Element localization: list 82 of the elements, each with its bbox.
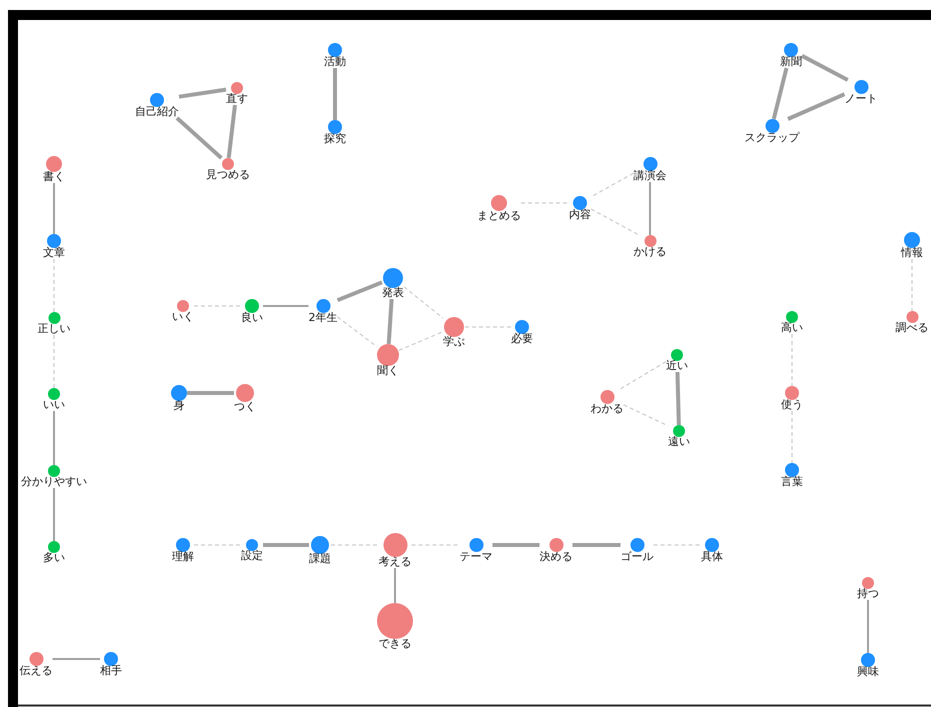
co-occurrence-line — [337, 316, 378, 348]
word-label: 設定 — [241, 549, 263, 562]
co-occurrence-line — [53, 411, 55, 465]
word-label: 遠い — [668, 435, 690, 448]
word-label: 新聞 — [780, 55, 802, 68]
co-occurrence-line — [178, 88, 226, 99]
word-label: テーマ — [460, 550, 492, 563]
word-label: ノート — [844, 92, 878, 105]
word-label: 持つ — [857, 587, 879, 600]
word-label: 高い — [781, 321, 803, 334]
word-label: 発表 — [382, 286, 404, 299]
co-occurrence-line — [772, 68, 788, 120]
word-label: 直す — [226, 92, 248, 105]
word-label: 講演会 — [634, 169, 666, 182]
co-occurrence-line — [464, 326, 512, 328]
co-occurrence-line — [618, 361, 666, 390]
word-label: 相手 — [100, 664, 122, 677]
word-label: 決める — [540, 550, 572, 563]
co-occurrence-line — [187, 391, 234, 395]
co-occurrence-line — [675, 372, 681, 426]
word-label: 2年生 — [308, 311, 338, 324]
co-occurrence-line — [330, 544, 379, 546]
word-label: 学ぶ — [443, 335, 465, 348]
co-occurrence-line — [52, 658, 100, 660]
word-label: 調べる — [896, 321, 928, 334]
word-label: 自己紹介 — [135, 105, 179, 118]
word-label: 内容 — [569, 208, 591, 221]
word-label: 近い — [666, 359, 688, 372]
word-label: 使う — [781, 398, 803, 411]
co-occurrence-line — [590, 208, 640, 236]
word-label: いく — [172, 310, 194, 323]
word-label: つく — [234, 400, 256, 413]
word-label: 活動 — [324, 55, 346, 68]
word-label: 分かりやすい — [21, 475, 87, 488]
word-label: ゴール — [620, 550, 654, 563]
co-occurrence-line — [572, 543, 620, 547]
co-occurrence-line — [194, 544, 242, 546]
co-occurrence-line — [590, 172, 634, 198]
word-label: 課題 — [309, 552, 331, 565]
co-occurrence-line — [801, 54, 849, 82]
word-label: 理解 — [172, 550, 194, 563]
co-occurrence-line — [394, 568, 396, 603]
co-occurrence-line — [263, 543, 309, 547]
co-occurrence-line — [787, 92, 846, 121]
co-occurrence-line — [520, 202, 570, 204]
word-label: 必要 — [511, 332, 533, 345]
word-label: 文章 — [43, 246, 65, 259]
word-label: かける — [634, 245, 666, 258]
co-occurrence-line — [53, 488, 55, 541]
word-label: 探究 — [324, 132, 346, 145]
word-label: 書く — [43, 170, 65, 183]
co-occurrence-line — [649, 182, 651, 235]
co-occurrence-line — [53, 183, 55, 234]
word-label: できる — [378, 637, 412, 650]
co-occurrence-line — [492, 543, 540, 547]
word-label: 興味 — [857, 665, 879, 678]
word-label: 多い — [43, 551, 65, 564]
co-occurrence-line — [404, 286, 444, 319]
co-occurrence-line — [333, 68, 337, 120]
word-label: わかる — [590, 402, 624, 415]
word-label: 聞く — [377, 364, 399, 377]
co-occurrence-line — [398, 331, 444, 351]
word-label: 身 — [174, 399, 184, 412]
word-label: 情報 — [901, 246, 923, 259]
word-label: 伝える — [20, 664, 52, 677]
co-occurrence-line — [336, 280, 383, 302]
co-occurrence-line — [226, 104, 237, 158]
word-label: いい — [43, 398, 65, 411]
word-label: 良い — [241, 311, 263, 324]
word-label: 言葉 — [781, 475, 803, 488]
co-occurrence-line — [263, 305, 308, 307]
word-label: 考える — [378, 555, 412, 568]
word-label: まとめる — [477, 209, 521, 222]
co-occurrence-line — [411, 544, 460, 546]
co-occurrence-line — [653, 544, 702, 546]
co-occurrence-line — [867, 600, 869, 653]
word-label: 具体 — [701, 550, 723, 563]
co-occurrence-line — [176, 116, 223, 160]
word-label: 正しい — [38, 322, 70, 335]
co-occurrence-line — [386, 298, 394, 344]
word-label: スクラップ — [744, 131, 800, 144]
word-label: 見つめる — [206, 168, 250, 181]
